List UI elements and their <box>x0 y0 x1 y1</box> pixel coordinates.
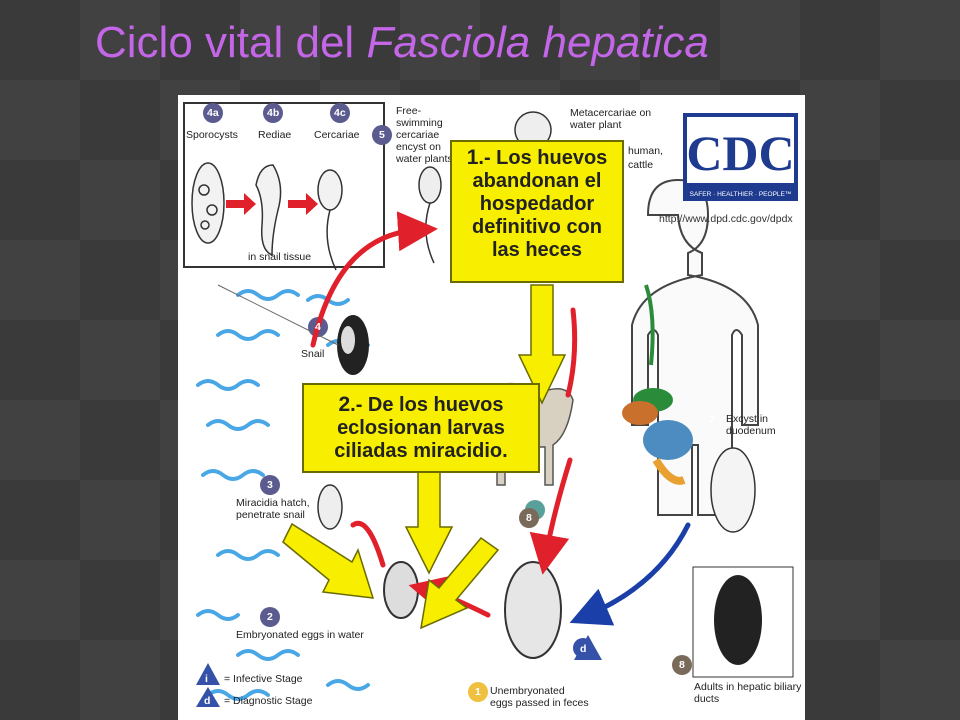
callout-step-1: 1.- Los huevos abandonan el hospedador d… <box>450 140 624 283</box>
snail-label: Snail <box>301 348 325 360</box>
excyst-inset <box>710 447 756 533</box>
stage-2-number: 2 <box>267 611 273 623</box>
stage-3-number: 3 <box>267 479 273 491</box>
title-plain: Ciclo vital del <box>95 18 367 67</box>
stage-4b-number: 4b <box>267 107 280 119</box>
life-cycle-figure: CDC SAFER · HEALTHIER · PEOPLE™ 4a 4b 4c… <box>178 95 805 720</box>
snail-drawing <box>217 284 369 375</box>
adult-fluke <box>714 575 762 665</box>
cdc-logo-text: CDC <box>686 125 794 181</box>
free-swimming-label: Free-swimming cercariae encyst on water … <box>396 105 453 165</box>
in-snail-tissue-label: in snail tissue <box>248 251 312 263</box>
adults-label: Adults in hepatic biliary ducts <box>694 681 802 705</box>
stage-4a-number: 4a <box>207 107 219 119</box>
cdc-tagline: SAFER · HEALTHIER · PEOPLE™ <box>690 191 792 198</box>
slide-title: Ciclo vital del Fasciola hepatica <box>95 18 709 68</box>
stage-circles <box>203 103 722 702</box>
cercariae-label: Cercariae <box>314 129 360 141</box>
callout-2-text: .- De los huevos eclosionan larvas cilia… <box>334 394 508 462</box>
embryonated-egg <box>383 561 419 619</box>
legend-i-marker: i <box>205 673 208 685</box>
miracidium-drawing <box>317 484 343 530</box>
cercaria-drawing <box>418 166 442 264</box>
water-waves <box>196 289 420 701</box>
inset-drawings <box>191 162 343 271</box>
stage-4c-number: 4c <box>334 107 346 119</box>
cdc-url: http://www.dpd.cdc.gov/dpdx <box>659 213 793 225</box>
title-italic: Fasciola hepatica <box>366 18 709 67</box>
legend-triangles <box>196 635 602 707</box>
stage-4-number: 4 <box>315 321 321 333</box>
callout-1-text: .- Los huevos abandonan el hospedador de… <box>472 147 608 261</box>
embryonated-eggs-label: Embryonated eggs in water <box>236 629 364 641</box>
stage-8b-number: 8 <box>679 659 685 671</box>
cdc-logo: CDC SAFER · HEALTHIER · PEOPLE™ <box>683 113 798 201</box>
rediae-label: Rediae <box>258 129 292 141</box>
infective-stage-legend: = Infective Stage <box>224 673 303 685</box>
stage-5-number: 5 <box>379 129 385 141</box>
cattle-label: cattle <box>628 159 654 171</box>
yellow-arrows <box>282 284 567 630</box>
inset-red-arrows <box>226 193 318 215</box>
miracidia-label: Miracidia hatch, penetrate snail <box>236 497 310 521</box>
excyst-label: Excyst in duodenum <box>726 413 776 437</box>
diagnostic-stage-legend: = Diagnostic Stage <box>224 695 313 707</box>
callout-2-number: 2 <box>338 393 351 416</box>
unembryonated-eggs-label: Unembryonated eggs passed in feces <box>490 685 589 709</box>
stage-d-marker: d <box>580 643 587 655</box>
human-label: human, <box>628 145 664 157</box>
legend-d-marker: d <box>204 695 211 707</box>
sporocysts-label: Sporocysts <box>186 129 238 141</box>
stage-1-number: 1 <box>475 686 481 698</box>
stage-8-number: 8 <box>526 512 532 524</box>
life-cycle-drawing: CDC SAFER · HEALTHIER · PEOPLE™ <box>183 102 798 707</box>
unembryonated-egg <box>504 561 562 659</box>
metacercariae-label: Metacercariae on water plant <box>570 107 652 131</box>
callout-step-2: 2.- De los huevos eclosionan larvas cili… <box>302 383 540 473</box>
stage-7-number: 7 <box>709 414 715 426</box>
callout-1-number: 1 <box>466 146 479 169</box>
